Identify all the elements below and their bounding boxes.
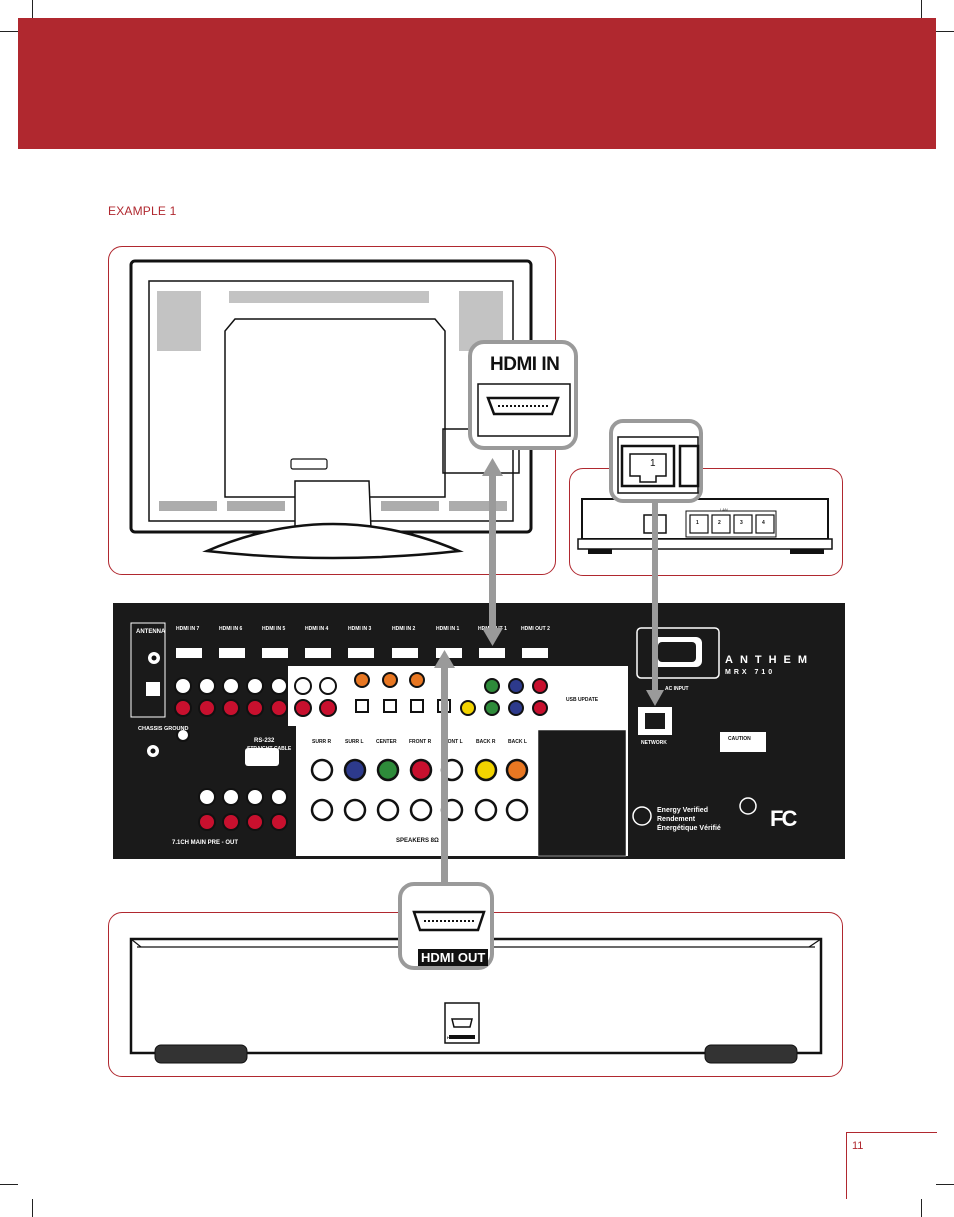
speaker-channel-label: FRONT R [409,739,432,745]
page-number: 11 [852,1140,864,1152]
hdmi-out-callout-label: HDMI OUT [418,949,489,966]
speaker-channel-label: SURR L [345,739,364,745]
fcc-logo: FC [770,806,797,831]
rs232-sub-label: STRAIGHT CABLE [247,746,292,752]
hdmi-in-callout-label: HDMI IN [490,354,560,375]
crop-mark [936,1184,954,1185]
speaker-channel-label: BACK L [508,739,527,745]
chassis-ground-label: CHASSIS GROUND [138,726,189,732]
tv-panel [108,246,556,575]
crop-mark [921,1199,922,1217]
header-band [18,18,936,149]
antenna-label: ANTENNA [136,629,166,635]
hdmi-in-label: HDMI IN 7 [176,626,200,632]
energy-line: Rendement [657,816,696,823]
network-label: NETWORK [641,740,667,746]
crop-mark [0,1184,18,1185]
crop-mark [0,31,18,32]
receiver-model: MRX 710 [725,669,776,676]
lan-port-number: 4 [762,520,765,526]
energy-line: Énergétique Vérifié [657,825,721,832]
hdmi-in-label: HDMI IN 6 [219,626,243,632]
energy-line: Energy Verified [657,807,708,814]
tv-rear-illustration [129,259,533,560]
speaker-channel-label: BACK R [476,739,496,745]
crop-mark [32,0,33,18]
receiver-rear-panel [113,603,845,859]
caution-label: CAUTION [728,736,751,742]
section-label: EXAMPLE 1 [108,204,177,218]
hdmi-in-label: HDMI IN 2 [392,626,416,632]
lan-port-number: 1 [696,520,699,526]
router-port-number: 1 [650,458,656,469]
page-number-box [846,1132,937,1199]
player-hdmi-port-label: HDMI OUT [447,1035,467,1040]
speaker-channel-label: SURR R [312,739,332,745]
crop-mark [921,0,922,18]
hdmi-out-label: HDMI OUT 1 [478,626,507,632]
hdmi-in-label: HDMI IN 5 [262,626,286,632]
ac-input-label: AC INPUT [665,686,689,692]
player-illustration [129,937,823,1064]
hdmi-in-label: HDMI IN 4 [305,626,329,632]
receiver-brand: ANTHEM [725,654,815,666]
crop-mark [32,1199,33,1217]
hdmi-in-label: HDMI IN 1 [436,626,460,632]
lan-port-number: 3 [740,520,743,526]
energy-verified-text: Energy Verified Rendement Énergétique Vé… [657,806,721,833]
hdmi-out-label: HDMI OUT 2 [521,626,550,632]
player-panel [108,912,843,1077]
speaker-channel-label: FRONT L [441,739,463,745]
preout-label: 7.1CH MAIN PRE - OUT [172,840,239,846]
usb-update-label: USB UPDATE [566,697,599,703]
speaker-channel-label: CENTER [376,739,397,745]
rs232-label: RS-232 [254,738,275,744]
crop-mark [936,31,954,32]
lan-label: LAN [720,507,728,512]
router-panel [569,468,843,576]
speakers-label: SPEAKERS 8Ω [396,838,439,844]
router-illustration [577,498,833,554]
lan-port-number: 2 [718,520,721,526]
hdmi-in-label: HDMI IN 3 [348,626,372,632]
